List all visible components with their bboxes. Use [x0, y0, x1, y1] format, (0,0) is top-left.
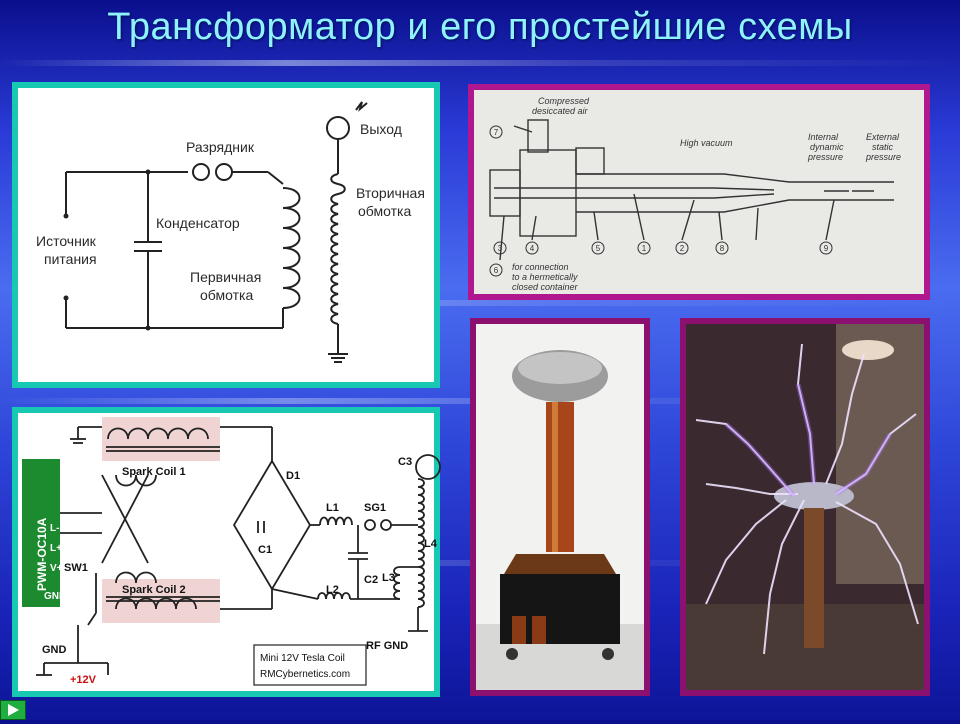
switch-label: SW1 [64, 562, 88, 574]
inductor-label: L1 [326, 502, 339, 514]
diode-label: D1 [286, 470, 300, 482]
callout-circle [819, 241, 833, 255]
tube-label: pressure [807, 152, 843, 162]
callout-number: 7 [494, 128, 499, 137]
callout-circle [591, 241, 605, 255]
capacitor-label: C1 [258, 544, 272, 556]
pin-label: GND [44, 591, 66, 602]
background-streak [0, 60, 960, 66]
credit-title: Mini 12V Tesla Coil [260, 653, 345, 664]
tesla-coil-circuit: PWM-OC10A L- L+ V+ GND SW1 Spark Coil 1 … [22, 417, 441, 686]
tube-label: External [866, 132, 900, 142]
tube-label: dynamic [810, 142, 844, 152]
secondary-winding-label: обмотка [358, 203, 411, 219]
inductor-label: L2 [326, 584, 339, 596]
source-label: питания [44, 251, 97, 267]
pin-label: L- [50, 523, 59, 534]
supply-label: +12V [70, 674, 97, 686]
driver-label: PWM-OC10A [35, 517, 49, 591]
vacuum-tube-drawing: Compressed desiccated air High vacuum In… [489, 96, 901, 292]
tube-label: Compressed [538, 96, 590, 106]
tube-label: desiccated air [532, 106, 589, 116]
callout-number: 5 [596, 244, 601, 253]
spark-gap-diagram: Источник питания Разрядник Конденсатор П… [12, 82, 440, 388]
coil-label: Spark Coil 2 [122, 584, 186, 596]
vacuum-tube-diagram: Compressed desiccated air High vacuum In… [468, 84, 930, 300]
tube-label: closed container [512, 282, 579, 292]
play-arrow-icon [8, 704, 19, 716]
callout-circle [675, 241, 689, 255]
background-streak [0, 300, 960, 306]
primary-winding-label: обмотка [200, 287, 253, 303]
spark-gap-label: SG1 [364, 502, 386, 514]
source-label: Источник [36, 233, 97, 249]
tesla-arcs-photo [680, 318, 930, 696]
tube-label: to a hermetically [512, 272, 578, 282]
pin-label: V+ [50, 563, 63, 574]
tesla-coil-schematic: PWM-OC10A L- L+ V+ GND SW1 Spark Coil 1 … [12, 407, 441, 697]
spark-gap-label: Разрядник [186, 139, 255, 155]
output-label: Выход [360, 121, 402, 137]
slide-title: Трансформатор и его простейшие схемы [107, 6, 853, 48]
callout-number: 2 [680, 244, 685, 253]
callout-number: 8 [720, 244, 725, 253]
tesla-coil-illustration [476, 324, 644, 690]
credit-box [253, 644, 367, 686]
tube-label: static [872, 142, 894, 152]
callout-circle [715, 241, 729, 255]
callout-circle [489, 125, 503, 139]
callout-circle [493, 241, 507, 255]
credit-site: RMCybernetics.com [260, 669, 350, 680]
callout-number: 6 [494, 266, 499, 275]
inductor-label: L3 [382, 572, 395, 584]
pin-label: L+ [50, 543, 62, 554]
secondary-winding-label: Вторичная [356, 185, 425, 201]
callout-number: 3 [498, 244, 503, 253]
capacitor-label: C3 [398, 456, 412, 468]
capacitor-label: Конденсатор [156, 215, 240, 231]
ground-label: RF GND [366, 640, 408, 652]
ground-label: GND [42, 644, 67, 656]
tesla-arcs-illustration [686, 324, 924, 690]
tube-label: Internal [808, 132, 839, 142]
callout-number: 9 [824, 244, 829, 253]
capacitor-label: C2 [364, 574, 378, 586]
tube-label: High vacuum [680, 138, 733, 148]
coil-label: Spark Coil 1 [122, 466, 186, 478]
inductor-label: L4 [424, 538, 438, 550]
callout-circle [525, 241, 539, 255]
callout-circle [489, 263, 503, 277]
tube-label: for connection [512, 262, 569, 272]
next-slide-button[interactable] [0, 700, 26, 720]
tube-label: pressure [865, 152, 901, 162]
callout-circle [637, 241, 651, 255]
callout-number: 4 [530, 244, 535, 253]
primary-winding-label: Первичная [190, 269, 261, 285]
spark-gap-circuit: Источник питания Разрядник Конденсатор П… [36, 101, 425, 363]
tesla-coil-photo [470, 318, 650, 696]
callout-number: 1 [642, 244, 647, 253]
